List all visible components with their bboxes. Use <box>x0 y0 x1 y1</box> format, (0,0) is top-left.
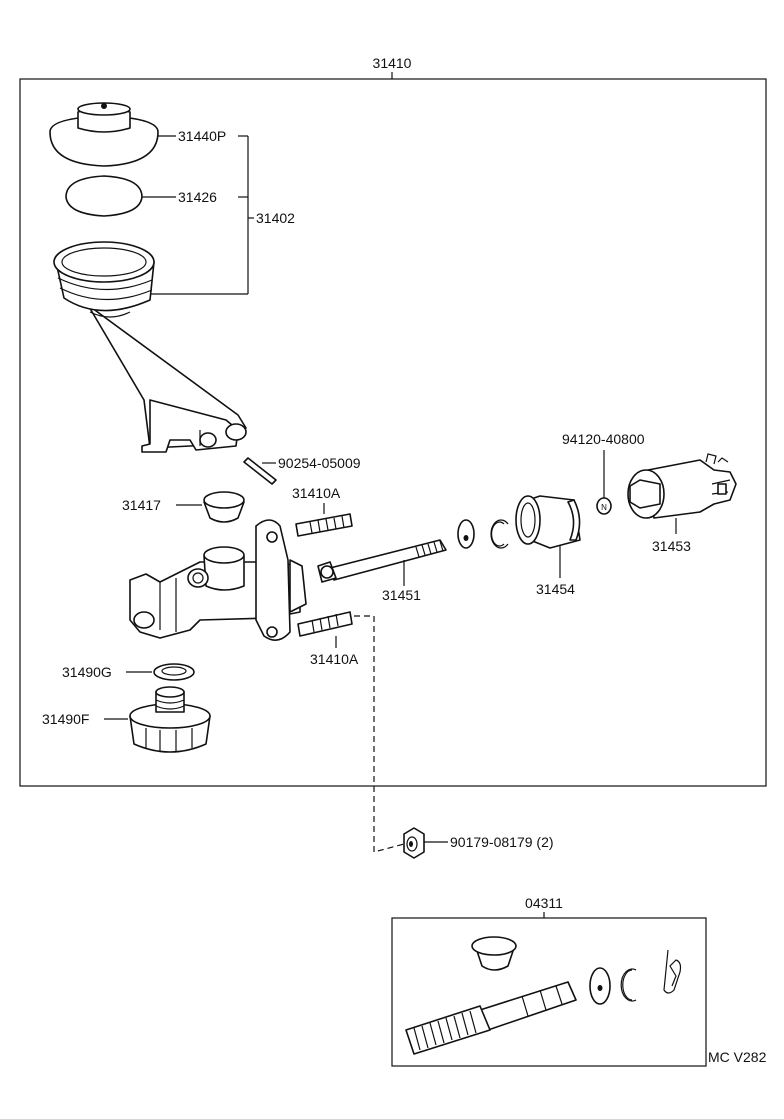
label-switch: 31453 <box>652 538 691 554</box>
label-cap-diaphragm: 31426 <box>178 189 217 205</box>
svg-text:N: N <box>601 503 607 512</box>
stud-upper-part <box>295 513 353 537</box>
kit-piston-part <box>405 981 577 1055</box>
label-drawing-code: MC V282 <box>708 1049 767 1065</box>
label-mount-nut: 90179-08179 (2) <box>450 834 554 850</box>
mount-nut-leader <box>354 615 405 853</box>
label-nut: 94120-40800 <box>562 431 645 447</box>
label-assembly: 31410 <box>373 55 412 71</box>
reservoir-cap-part <box>49 102 159 167</box>
cap-diaphragm-part <box>65 175 143 217</box>
label-push-rod: 31451 <box>382 587 421 603</box>
washer-part <box>457 519 475 549</box>
label-reservoir-cap: 31440P <box>178 128 226 144</box>
snap-ring-part <box>490 519 509 549</box>
assembly-frame <box>19 78 767 787</box>
master-cylinder-part <box>129 519 307 641</box>
reservoir-group-bracket <box>150 135 254 295</box>
label-stud-lower: 31410A <box>310 651 359 667</box>
boot-part <box>515 495 581 549</box>
label-boot: 31454 <box>536 581 575 597</box>
switch-part <box>627 453 737 519</box>
gasket-part <box>153 663 195 681</box>
pin-part <box>243 457 277 485</box>
push-rod-part <box>317 539 447 583</box>
mount-nut-part <box>403 827 425 859</box>
label-plug: 31490F <box>42 711 89 727</box>
label-kit: 04311 <box>525 895 563 911</box>
label-pin: 90254-05009 <box>278 455 361 471</box>
kit-washer-part <box>589 967 611 1005</box>
nut-part: N <box>596 497 612 515</box>
label-grommet: 31417 <box>122 497 161 513</box>
reservoir-body-part <box>53 241 247 453</box>
plug-part <box>129 686 211 753</box>
label-stud-upper: 31410A <box>292 485 341 501</box>
label-gasket: 31490G <box>62 664 112 680</box>
kit-grommet-part <box>471 936 517 971</box>
kit-clip-part <box>663 949 682 994</box>
stud-lower-part <box>297 611 353 637</box>
kit-frame <box>391 917 707 1067</box>
grommet-part <box>203 491 245 523</box>
label-reservoir-group: 31402 <box>256 210 295 226</box>
kit-snap-ring-part <box>620 968 637 1002</box>
